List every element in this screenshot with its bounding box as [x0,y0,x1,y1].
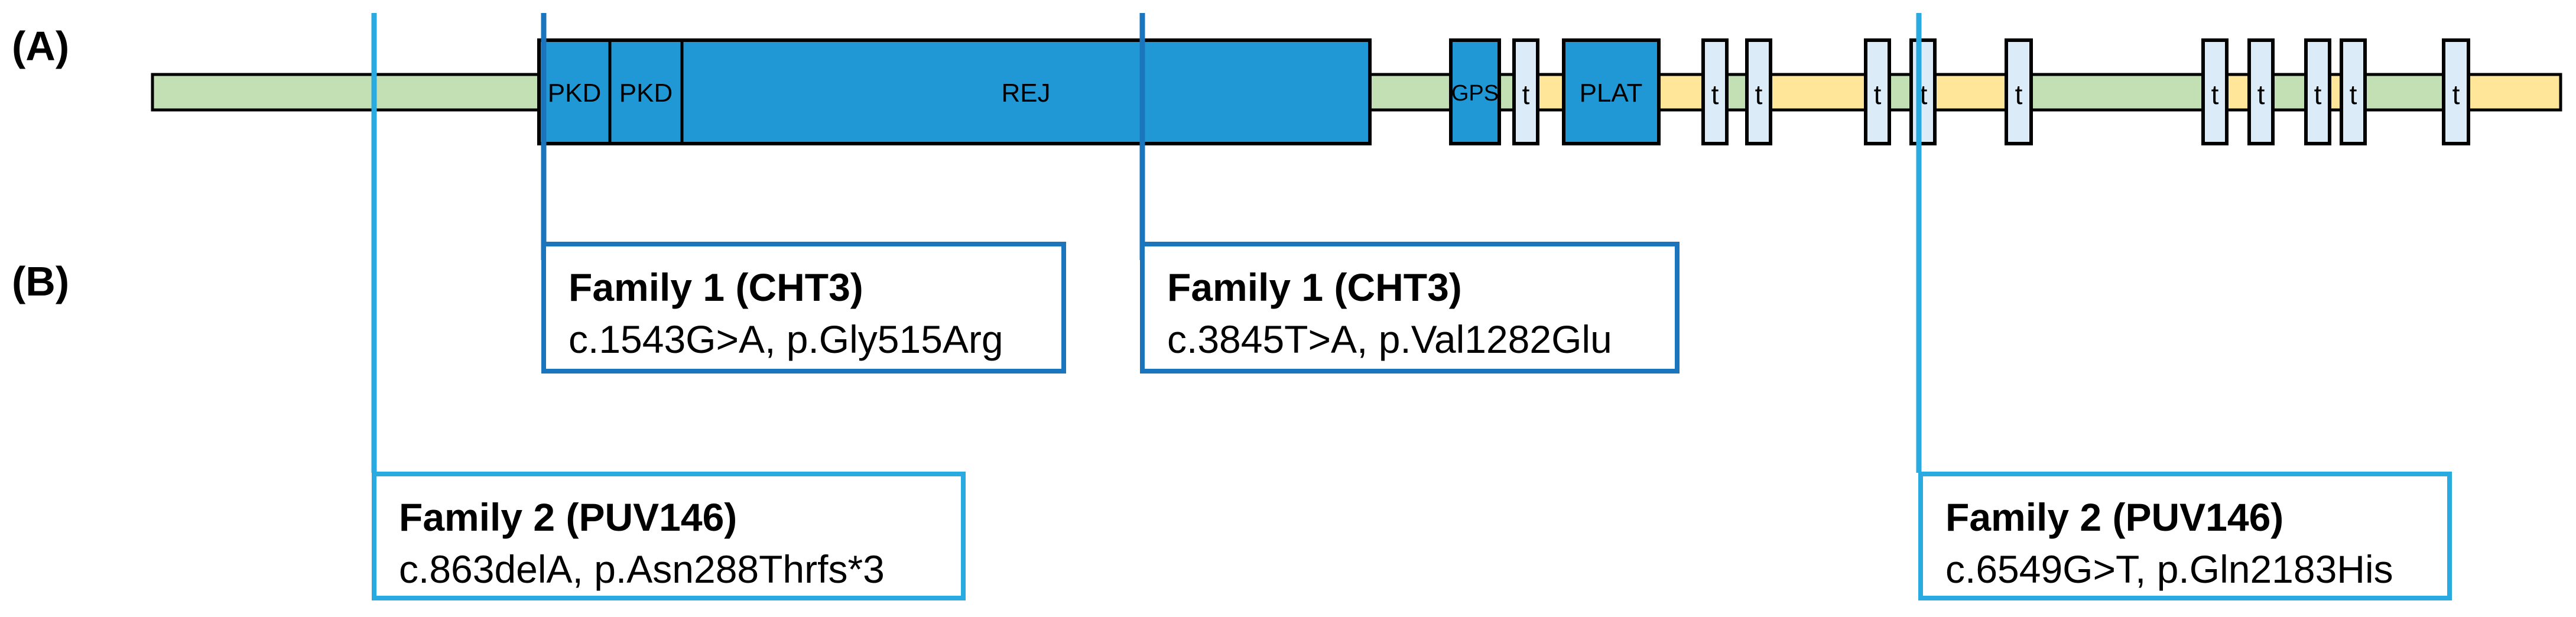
callout-box-family1-gly515 [541,242,1066,374]
backbone-segment-green [2351,73,2458,112]
plat-domain-label: PLAT [1580,79,1643,108]
callout-box-family1-val1282 [1140,242,1680,374]
callout-variant-detail: c.3845T>A, p.Val1282Glu [1167,317,1612,361]
backbone-segment-yellow [1921,73,2020,112]
transmembrane-box-10 [2340,38,2367,145]
transmembrane-box-4 [1864,38,1891,145]
transmembrane-box-9 [2304,38,2331,145]
panel-a-label: (A) [12,23,69,69]
transmembrane-box-7 [2201,38,2229,145]
pkd1-domain-label: PKD [548,79,601,108]
transmembrane-box-6 [2005,38,2033,145]
transmembrane-box-1 [1512,38,1539,145]
callout-family-name: Family 2 (PUV146) [1945,495,2283,539]
callout-variant-detail: c.1543G>A, p.Gly515Arg [569,317,1003,361]
transmembrane-box-11 [2442,38,2470,145]
callout-box-family2-asn288 [372,472,966,600]
transmembrane-label-6: t [2015,79,2023,110]
callout-box-family2-gln2183 [1918,472,2452,600]
transmembrane-label-5: t [1920,79,1928,110]
callout-variant-detail: c.863delA, p.Asn288Thrfs*3 [399,547,885,591]
transmembrane-label-11: t [2452,79,2460,110]
backbone-segment-yellow [1756,73,1879,112]
panel-b-label: (B) [12,258,69,304]
transmembrane-box-8 [2247,38,2275,145]
callout-family-name: Family 2 (PUV146) [399,495,737,539]
plat-domain-box [1562,38,1661,145]
gps-domain-box [1449,38,1501,145]
transmembrane-label-1: t [1522,79,1530,110]
callout-variant-detail: c.6549G>T, p.Gln2183His [1945,547,2393,591]
transmembrane-label-9: t [2314,79,2322,110]
transmembrane-label-3: t [1755,79,1763,110]
callout-family-name: Family 1 (CHT3) [1167,265,1462,309]
backbone-segment-yellow [2454,73,2562,112]
transmembrane-label-8: t [2257,79,2265,110]
pkd-rej-domain-block [537,38,1372,145]
transmembrane-box-3 [1745,38,1772,145]
backbone-segment-green [1368,73,1528,112]
pkd2-domain-label: PKD [619,79,673,108]
transmembrane-label-2: t [1711,79,1719,110]
callout-family-name: Family 1 (CHT3) [569,265,863,309]
transmembrane-label-4: t [1874,79,1882,110]
backbone-segment-green [2017,73,2217,112]
transmembrane-box-5 [1909,38,1937,145]
backbone-segment-green [151,73,541,112]
gps-domain-label: GPS [1451,81,1499,106]
transmembrane-label-10: t [2350,79,2357,110]
rej-domain-label: REJ [1001,79,1050,108]
transmembrane-label-7: t [2211,79,2219,110]
transmembrane-box-2 [1701,38,1729,145]
